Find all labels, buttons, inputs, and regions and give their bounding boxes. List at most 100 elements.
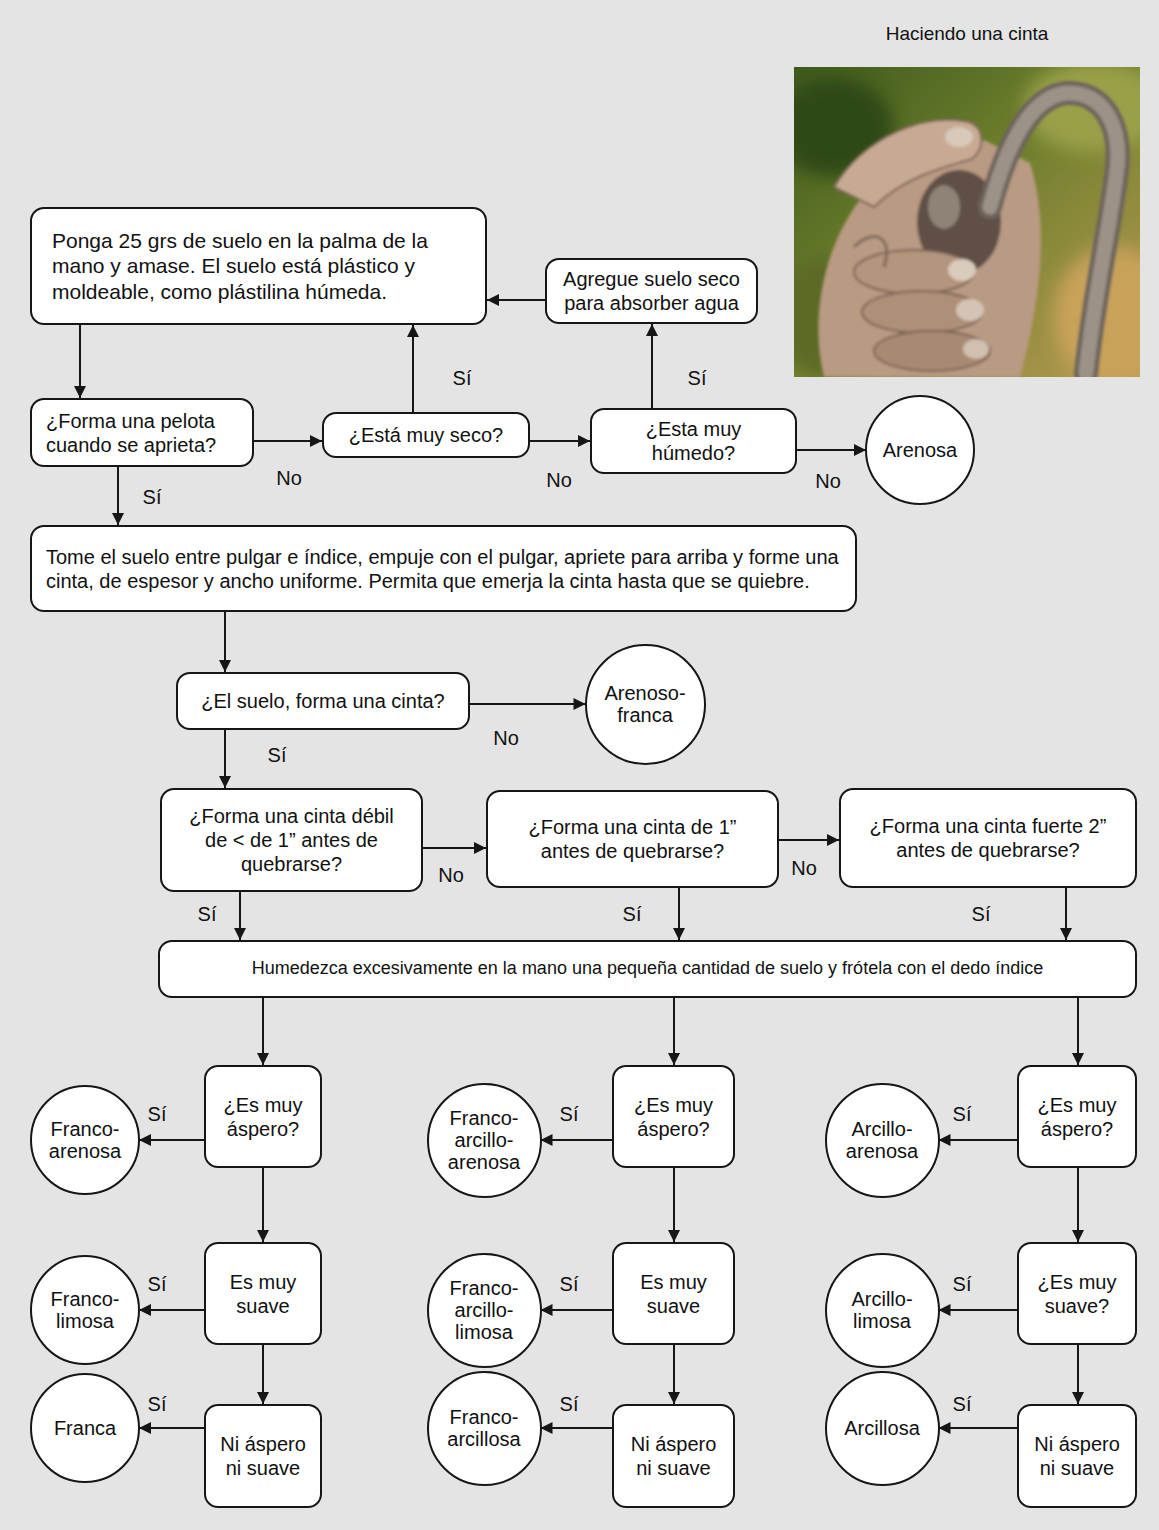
flow-arrow bbox=[79, 325, 81, 398]
circle-outline bbox=[428, 1254, 541, 1367]
flow-arrow bbox=[939, 1139, 1018, 1141]
flow-arrow bbox=[1077, 1168, 1079, 1242]
node-text: ¿Forma una pelota cuando se aprieta? bbox=[46, 409, 238, 457]
text-block: ¿Forma una cinta débil de < de 1” antes … bbox=[176, 804, 407, 876]
text-block: Franco- arcillosa bbox=[436, 1406, 533, 1450]
node-text: Arcillo- limosa bbox=[834, 1288, 931, 1332]
decision-box: ¿Forma una cinta de 1” antes de quebrars… bbox=[486, 790, 779, 888]
text-block: Tome el suelo entre pulgar e índice, emp… bbox=[46, 545, 841, 593]
result-circle: Franco- arcillosa bbox=[427, 1371, 542, 1486]
flow-arrow bbox=[224, 612, 226, 672]
instruction-box: Tome el suelo entre pulgar e índice, emp… bbox=[30, 525, 857, 612]
node-text: Ponga 25 grs de suelo en la palma de la … bbox=[52, 228, 465, 304]
node-text: ¿Es muy suave? bbox=[1033, 1270, 1121, 1318]
decision-box: ¿Forma una cinta débil de < de 1” antes … bbox=[160, 788, 423, 892]
decision-box: Es muy suave bbox=[204, 1242, 322, 1345]
flow-arrow bbox=[939, 1427, 1018, 1429]
decision-box: Ni áspero ni suave bbox=[612, 1404, 735, 1508]
flow-arrow bbox=[224, 730, 226, 788]
circle-outline bbox=[31, 1086, 139, 1194]
text-block: Agregue suelo seco para absorber agua bbox=[561, 267, 742, 315]
circle-outline bbox=[826, 1372, 939, 1485]
branch-label: Sí bbox=[146, 1273, 169, 1295]
flow-arrow bbox=[262, 998, 264, 1065]
branch-label: Sí bbox=[558, 1103, 581, 1125]
node-text: Agregue suelo seco para absorber agua bbox=[561, 267, 742, 315]
flow-arrow bbox=[1065, 888, 1067, 940]
flow-arrow bbox=[239, 892, 241, 940]
circle-outline bbox=[586, 645, 705, 764]
flow-arrow bbox=[412, 325, 414, 412]
text-block: Ni áspero ni suave bbox=[1033, 1432, 1121, 1480]
text-block: Arcillosa bbox=[834, 1417, 931, 1439]
flow-arrow bbox=[939, 1309, 1018, 1311]
flow-arrow bbox=[487, 299, 545, 301]
flow-arrow bbox=[797, 449, 866, 451]
text-block: Ponga 25 grs de suelo en la palma de la … bbox=[52, 228, 465, 304]
text-block: ¿Esta muy húmedo? bbox=[606, 417, 781, 465]
circle-outline bbox=[866, 396, 974, 504]
text-block: Arenoso- franca bbox=[594, 682, 696, 726]
node-text: ¿Forma una cinta de 1” antes de quebrars… bbox=[502, 815, 763, 863]
node-text: ¿El suelo, forma una cinta? bbox=[192, 689, 454, 713]
node-text: Humedezca excesivamente en la mano una p… bbox=[174, 958, 1121, 980]
instruction-box: Agregue suelo seco para absorber agua bbox=[545, 258, 758, 324]
node-text: Ni áspero ni suave bbox=[220, 1432, 306, 1480]
branch-label: Sí bbox=[621, 903, 644, 925]
text-block: Arenosa bbox=[874, 439, 966, 461]
result-circle: Arcillo- limosa bbox=[825, 1253, 940, 1368]
text-block: Franco- arcillo- arenosa bbox=[436, 1107, 533, 1173]
result-circle: Arenosa bbox=[865, 395, 975, 505]
branch-label: Sí bbox=[951, 1393, 974, 1415]
text-block: ¿El suelo, forma una cinta? bbox=[192, 689, 454, 713]
decision-box: ¿Forma una pelota cuando se aprieta? bbox=[30, 398, 254, 467]
flow-arrow bbox=[779, 839, 839, 841]
ribbon-photo bbox=[794, 67, 1140, 377]
node-text: Es muy suave bbox=[220, 1270, 306, 1318]
text-block: ¿Forma una cinta de 1” antes de quebrars… bbox=[502, 815, 763, 863]
branch-label: No bbox=[544, 469, 574, 491]
node-text: Franco- arcillosa bbox=[436, 1406, 533, 1450]
text-block: ¿Forma una pelota cuando se aprieta? bbox=[46, 409, 238, 457]
result-circle: Franco- limosa bbox=[30, 1255, 140, 1365]
branch-label: Sí bbox=[558, 1393, 581, 1415]
text-block: ¿Es muy áspero? bbox=[1033, 1093, 1121, 1141]
node-text: Es muy suave bbox=[628, 1270, 719, 1318]
flow-arrow bbox=[678, 888, 680, 940]
node-text: ¿Está muy seco? bbox=[338, 423, 514, 447]
node-text: Franco- arenosa bbox=[39, 1118, 131, 1162]
node-text: ¿Forma una cinta fuerte 2” antes de queb… bbox=[855, 814, 1121, 862]
result-circle: Arenoso- franca bbox=[585, 644, 706, 765]
node-text: ¿Forma una cinta débil de < de 1” antes … bbox=[176, 804, 407, 876]
branch-label: Sí bbox=[558, 1273, 581, 1295]
flow-arrow bbox=[139, 1139, 204, 1141]
text-block: ¿Es muy áspero? bbox=[628, 1093, 719, 1141]
node-text: Franco- arcillo- arenosa bbox=[436, 1107, 533, 1173]
decision-box: ¿El suelo, forma una cinta? bbox=[176, 672, 470, 730]
text-block: Humedezca excesivamente en la mano una p… bbox=[174, 958, 1121, 980]
branch-label: Sí bbox=[686, 367, 709, 389]
flow-arrow bbox=[117, 467, 119, 525]
flow-arrow bbox=[139, 1309, 204, 1311]
branch-label: Sí bbox=[951, 1103, 974, 1125]
text-block: ¿Es muy suave? bbox=[1033, 1270, 1121, 1318]
branch-label: No bbox=[813, 470, 843, 492]
flow-arrow bbox=[541, 1139, 613, 1141]
text-block: Es muy suave bbox=[628, 1270, 719, 1318]
result-circle: Franco- arcillo- arenosa bbox=[427, 1083, 542, 1198]
circle-outline bbox=[826, 1254, 939, 1367]
flow-arrow bbox=[673, 998, 675, 1065]
flow-arrow bbox=[651, 324, 653, 408]
node-text: Arcillosa bbox=[834, 1417, 931, 1439]
node-text: ¿Esta muy húmedo? bbox=[606, 417, 781, 465]
text-block: Ni áspero ni suave bbox=[220, 1432, 306, 1480]
decision-box: Es muy suave bbox=[612, 1242, 735, 1345]
text-block: Arcillo- limosa bbox=[834, 1288, 931, 1332]
node-text: ¿Es muy áspero? bbox=[220, 1093, 306, 1141]
text-block: ¿Está muy seco? bbox=[338, 423, 514, 447]
flow-arrow bbox=[139, 1427, 204, 1429]
decision-box: ¿Forma una cinta fuerte 2” antes de queb… bbox=[839, 788, 1137, 888]
flow-arrow bbox=[254, 440, 322, 442]
flow-arrow bbox=[673, 1168, 675, 1242]
